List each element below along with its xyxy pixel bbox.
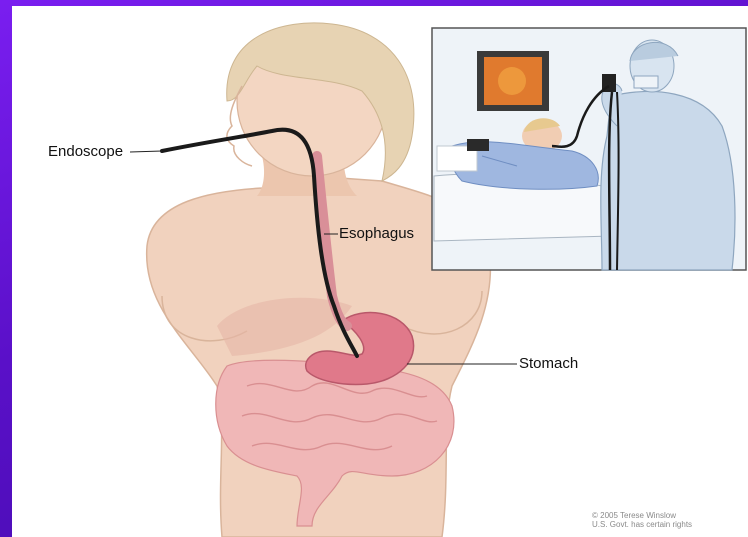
leader-endoscope — [130, 151, 162, 152]
doctor-mask — [634, 76, 658, 88]
inset-procedure-scene — [432, 28, 746, 270]
label-endoscope: Endoscope — [48, 143, 123, 160]
endoscopy-illustration — [12, 6, 748, 537]
doctor-gown — [601, 91, 735, 270]
illustration-panel: Endoscope Esophagus Stomach © 2005 Teres… — [12, 6, 748, 537]
credit-line-2: U.S. Govt. has certain rights — [592, 520, 692, 529]
credit-line-1: © 2005 Terese Winslow — [592, 511, 692, 520]
label-esophagus: Esophagus — [339, 225, 414, 242]
copyright-credit: © 2005 Terese Winslow U.S. Govt. has cer… — [592, 511, 692, 529]
label-stomach: Stomach — [519, 355, 578, 372]
dark-cloth — [467, 139, 489, 151]
